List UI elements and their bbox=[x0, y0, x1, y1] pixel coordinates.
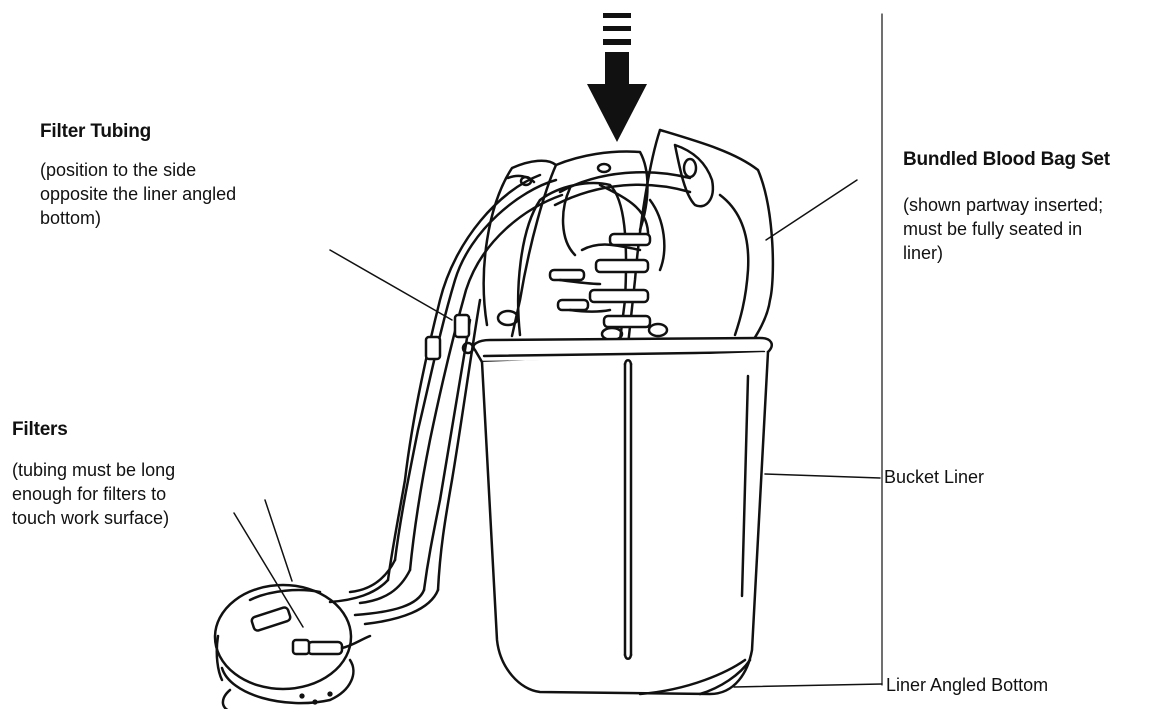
bucket-liner bbox=[473, 338, 771, 694]
leader-filters-b bbox=[265, 500, 292, 581]
filters-note: (tubing must be long enough for filters … bbox=[12, 458, 175, 530]
bundled-blood-bag-set-title: Bundled Blood Bag Set bbox=[903, 148, 1110, 172]
bundled-blood-bag-set-note: (shown partway inserted; must be fully s… bbox=[903, 193, 1103, 265]
down-arrow-icon bbox=[587, 13, 647, 142]
leader-filter-tubing bbox=[330, 250, 452, 320]
liner-angled-bottom-label: Liner Angled Bottom bbox=[886, 673, 1048, 697]
leader-liner-angled-bottom bbox=[734, 684, 882, 687]
leader-bundled-blood-bag-set bbox=[766, 180, 857, 240]
filter-discs bbox=[215, 585, 370, 709]
blood-bag-bundle bbox=[484, 130, 773, 345]
bucket-liner-label: Bucket Liner bbox=[884, 465, 984, 489]
leader-bucket-liner bbox=[765, 474, 880, 478]
leader-filters-a bbox=[234, 513, 303, 627]
filters-title: Filters bbox=[12, 418, 68, 442]
filter-tubing-title: Filter Tubing bbox=[40, 120, 151, 144]
filter-tubing-note: (position to the side opposite the liner… bbox=[40, 158, 236, 230]
